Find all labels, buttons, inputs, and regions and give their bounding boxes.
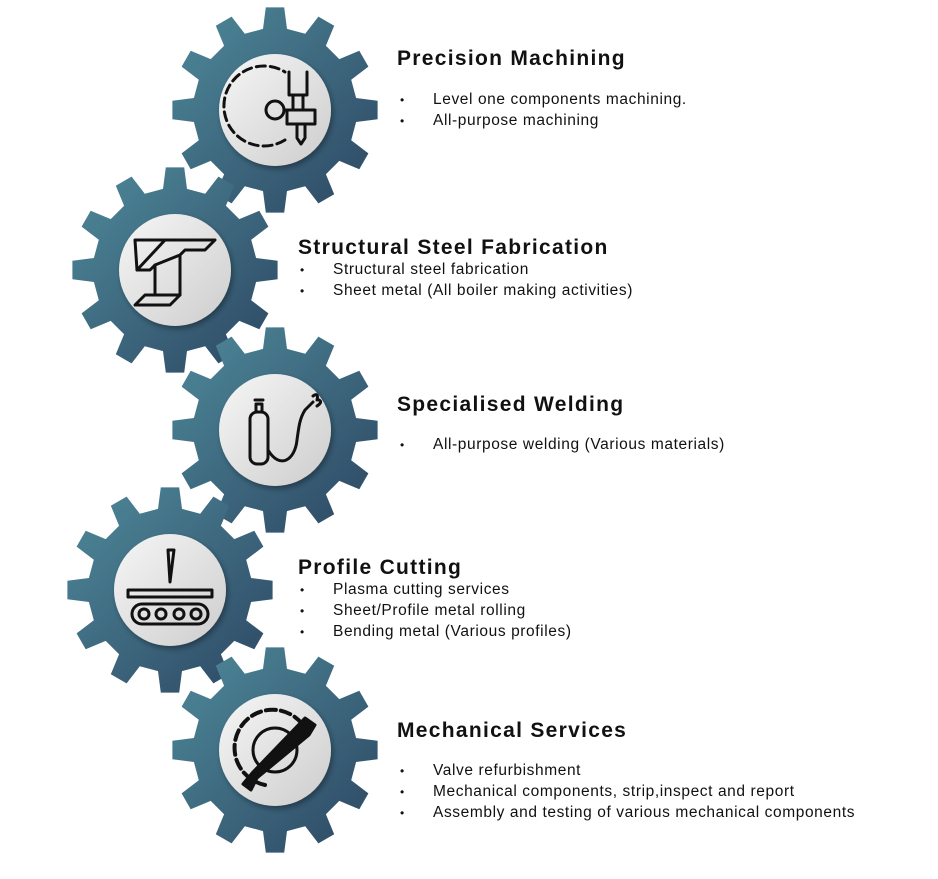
service-title: Mechanical Services	[397, 719, 628, 742]
service-title: Profile Cutting	[298, 556, 463, 579]
service-bullet: All-purpose welding (Various materials)	[400, 435, 725, 456]
steel-beam-icon	[133, 238, 217, 307]
service-title: Precision Machining	[397, 47, 626, 70]
gear-hub	[219, 374, 331, 486]
service-title: Structural Steel Fabrication	[298, 236, 609, 259]
service-bullet: Plasma cutting services	[300, 580, 572, 601]
gear-wrench-icon	[232, 707, 317, 792]
gear-3	[172, 327, 378, 533]
service-title: Specialised Welding	[397, 393, 625, 416]
cnc-machining-icon	[222, 64, 317, 148]
gear-hub	[119, 214, 231, 326]
service-structural-steel: Structural Steel Fabrication Structural …	[298, 236, 633, 302]
service-mechanical: Mechanical Services Valve refurbishment …	[397, 719, 917, 823]
service-profile-cutting: Profile Cutting Plasma cutting services …	[298, 556, 572, 642]
service-bullet: Structural steel fabrication	[300, 260, 633, 281]
service-precision-machining: Precision Machining Level one components…	[397, 47, 687, 132]
service-bullet: Mechanical components, strip,inspect and…	[400, 782, 917, 803]
plasma-cutting-icon	[126, 548, 214, 626]
service-bullet: Level one components machining.	[400, 90, 687, 111]
service-bullet: Valve refurbishment	[400, 761, 917, 782]
service-bullet: Sheet metal (All boiler making activitie…	[300, 281, 633, 302]
service-specialised-welding: Specialised Welding All-purpose welding …	[397, 393, 725, 456]
gear-1	[172, 7, 378, 213]
gear-2	[72, 167, 278, 373]
welding-torch-icon	[248, 393, 323, 466]
gear-hub	[219, 54, 331, 166]
service-bullet: Sheet/Profile metal rolling	[300, 601, 572, 622]
service-bullet: Assembly and testing of various mechanic…	[400, 803, 917, 824]
service-bullet: Bending metal (Various profiles)	[300, 622, 572, 643]
service-bullet: All-purpose machining	[400, 111, 687, 132]
